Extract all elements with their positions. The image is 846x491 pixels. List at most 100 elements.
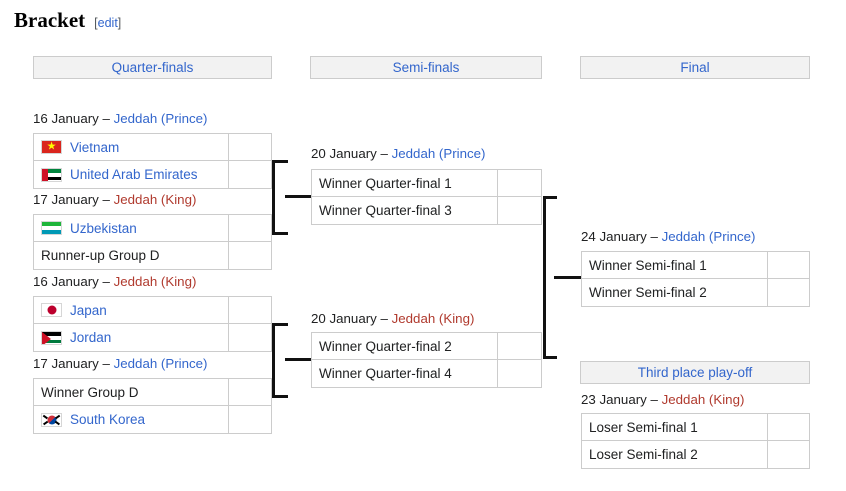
connector-sf1-sf2-vertical	[543, 196, 546, 359]
match-date-dash: –	[102, 274, 110, 289]
team-name[interactable]: Vietnam	[70, 139, 120, 155]
team-name: Winner Semi-final 2	[589, 285, 707, 300]
match-date-sf1: 20 January – Jeddah (Prince)	[311, 146, 485, 161]
match-venue-link[interactable]: Jeddah (Prince)	[391, 146, 486, 161]
match-venue-link[interactable]: Jeddah (King)	[391, 311, 475, 326]
match-date-qf3: 16 January – Jeddah (King)	[33, 274, 196, 289]
match-date-text: 20 January	[311, 146, 377, 161]
score-cell	[768, 252, 809, 278]
edit-link-text[interactable]: edit	[97, 16, 118, 30]
round-header-label: Quarter-finals	[111, 60, 194, 75]
matchbox-qf3: Japan Jordan	[33, 296, 272, 352]
matchbox-third-place: Loser Semi-final 1 Loser Semi-final 2	[581, 413, 810, 469]
flag-japan-icon	[41, 303, 62, 317]
team-name[interactable]: Uzbekistan	[70, 220, 137, 236]
team-name: Loser Semi-final 1	[589, 419, 698, 435]
edit-section-link[interactable]: [edit]	[94, 16, 121, 30]
match-date-final: 24 January – Jeddah (Prince)	[581, 229, 755, 244]
match-venue-link[interactable]: Jeddah (Prince)	[661, 229, 756, 244]
round-header-label: Semi-finals	[392, 60, 460, 75]
table-row[interactable]: Winner Semi-final 2	[582, 279, 809, 306]
score-cell	[229, 161, 271, 188]
connector-sf1-stub	[543, 196, 557, 199]
section-title-text: Bracket	[14, 8, 86, 32]
table-row[interactable]: Winner Quarter-final 4	[312, 360, 541, 387]
score-cell	[768, 441, 809, 468]
round-header-semi-finals[interactable]: Semi-finals	[310, 56, 542, 79]
team-cell: Winner Quarter-final 4	[312, 360, 498, 387]
team-name: Winner Quarter-final 3	[319, 203, 452, 218]
match-venue-link[interactable]: Jeddah (King)	[113, 192, 197, 207]
table-row[interactable]: Runner-up Group D	[34, 242, 271, 269]
score-cell	[229, 406, 271, 433]
team-name: Runner-up Group D	[41, 248, 160, 263]
score-cell	[229, 134, 271, 160]
team-name[interactable]: United Arab Emirates	[70, 167, 198, 182]
team-cell[interactable]: Uzbekistan	[34, 215, 229, 241]
connector-qf3-qf4-vertical	[272, 323, 275, 398]
connector-qf3-stub	[272, 323, 288, 326]
round-header-label: Final	[680, 60, 710, 75]
match-date-text: 16 January	[33, 111, 99, 126]
table-row[interactable]: South Korea	[34, 406, 271, 433]
table-row[interactable]: Winner Quarter-final 2	[312, 333, 541, 360]
table-row[interactable]: Winner Semi-final 1	[582, 252, 809, 279]
table-row[interactable]: Uzbekistan	[34, 215, 271, 242]
team-cell: Winner Quarter-final 2	[312, 333, 498, 359]
team-cell[interactable]: South Korea	[34, 406, 229, 433]
table-row[interactable]: Jordan	[34, 324, 271, 351]
team-name: Winner Quarter-final 4	[319, 366, 452, 381]
table-row[interactable]: Loser Semi-final 2	[582, 441, 809, 468]
score-cell	[498, 360, 541, 387]
team-name: Loser Semi-final 2	[589, 447, 698, 462]
score-cell	[498, 333, 541, 359]
match-date-dash: –	[380, 311, 388, 326]
connector-qf4-stub	[272, 395, 288, 398]
team-name: Winner Group D	[41, 384, 139, 400]
match-date-text: 23 January	[581, 392, 647, 407]
team-cell[interactable]: United Arab Emirates	[34, 161, 229, 188]
team-name[interactable]: South Korea	[70, 412, 146, 427]
team-cell: Winner Quarter-final 3	[312, 197, 498, 224]
match-venue-link[interactable]: Jeddah (Prince)	[113, 111, 208, 126]
match-date-sf2: 20 January – Jeddah (King)	[311, 311, 474, 326]
match-date-text: 20 January	[311, 311, 377, 326]
match-date-qf2: 17 January – Jeddah (King)	[33, 192, 196, 207]
score-cell	[229, 297, 271, 323]
connector-to-sf2	[285, 358, 311, 361]
team-cell: Loser Semi-final 2	[582, 441, 768, 468]
table-row[interactable]: United Arab Emirates	[34, 161, 271, 188]
matchbox-sf1: Winner Quarter-final 1 Winner Quarter-fi…	[311, 169, 542, 225]
table-row[interactable]: Winner Group D	[34, 379, 271, 406]
connector-to-sf1	[285, 195, 311, 198]
round-header-third-place-play-off[interactable]: Third place play-off	[580, 361, 810, 384]
team-cell: Runner-up Group D	[34, 242, 229, 269]
table-row[interactable]: Loser Semi-final 1	[582, 414, 809, 441]
score-cell	[768, 414, 809, 440]
match-venue-link[interactable]: Jeddah (Prince)	[113, 356, 208, 371]
team-name[interactable]: Jordan	[70, 330, 112, 345]
match-venue-link[interactable]: Jeddah (King)	[113, 274, 197, 289]
team-name: Winner Quarter-final 2	[319, 338, 452, 354]
round-header-final[interactable]: Final	[580, 56, 810, 79]
round-header-quarter-finals[interactable]: Quarter-finals	[33, 56, 272, 79]
team-cell[interactable]: Japan	[34, 297, 229, 323]
page-title: Bracket [edit]	[14, 8, 121, 33]
match-date-text: 16 January	[33, 274, 99, 289]
match-venue-link[interactable]: Jeddah (King)	[661, 392, 745, 407]
table-row[interactable]: Winner Quarter-final 3	[312, 197, 541, 224]
table-row[interactable]: Winner Quarter-final 1	[312, 170, 541, 197]
team-cell[interactable]: ★ Vietnam	[34, 134, 229, 160]
table-row[interactable]: ★ Vietnam	[34, 134, 271, 161]
match-date-dash: –	[102, 356, 110, 371]
team-cell[interactable]: Jordan	[34, 324, 229, 351]
team-name[interactable]: Japan	[70, 302, 107, 318]
table-row[interactable]: Japan	[34, 297, 271, 324]
match-date-dash: –	[102, 192, 110, 207]
match-date-qf4: 17 January – Jeddah (Prince)	[33, 356, 207, 371]
round-header-label: Third place play-off	[637, 365, 753, 380]
flag-vietnam-icon: ★	[41, 140, 62, 154]
team-cell: Winner Group D	[34, 379, 229, 405]
score-cell	[768, 279, 809, 306]
